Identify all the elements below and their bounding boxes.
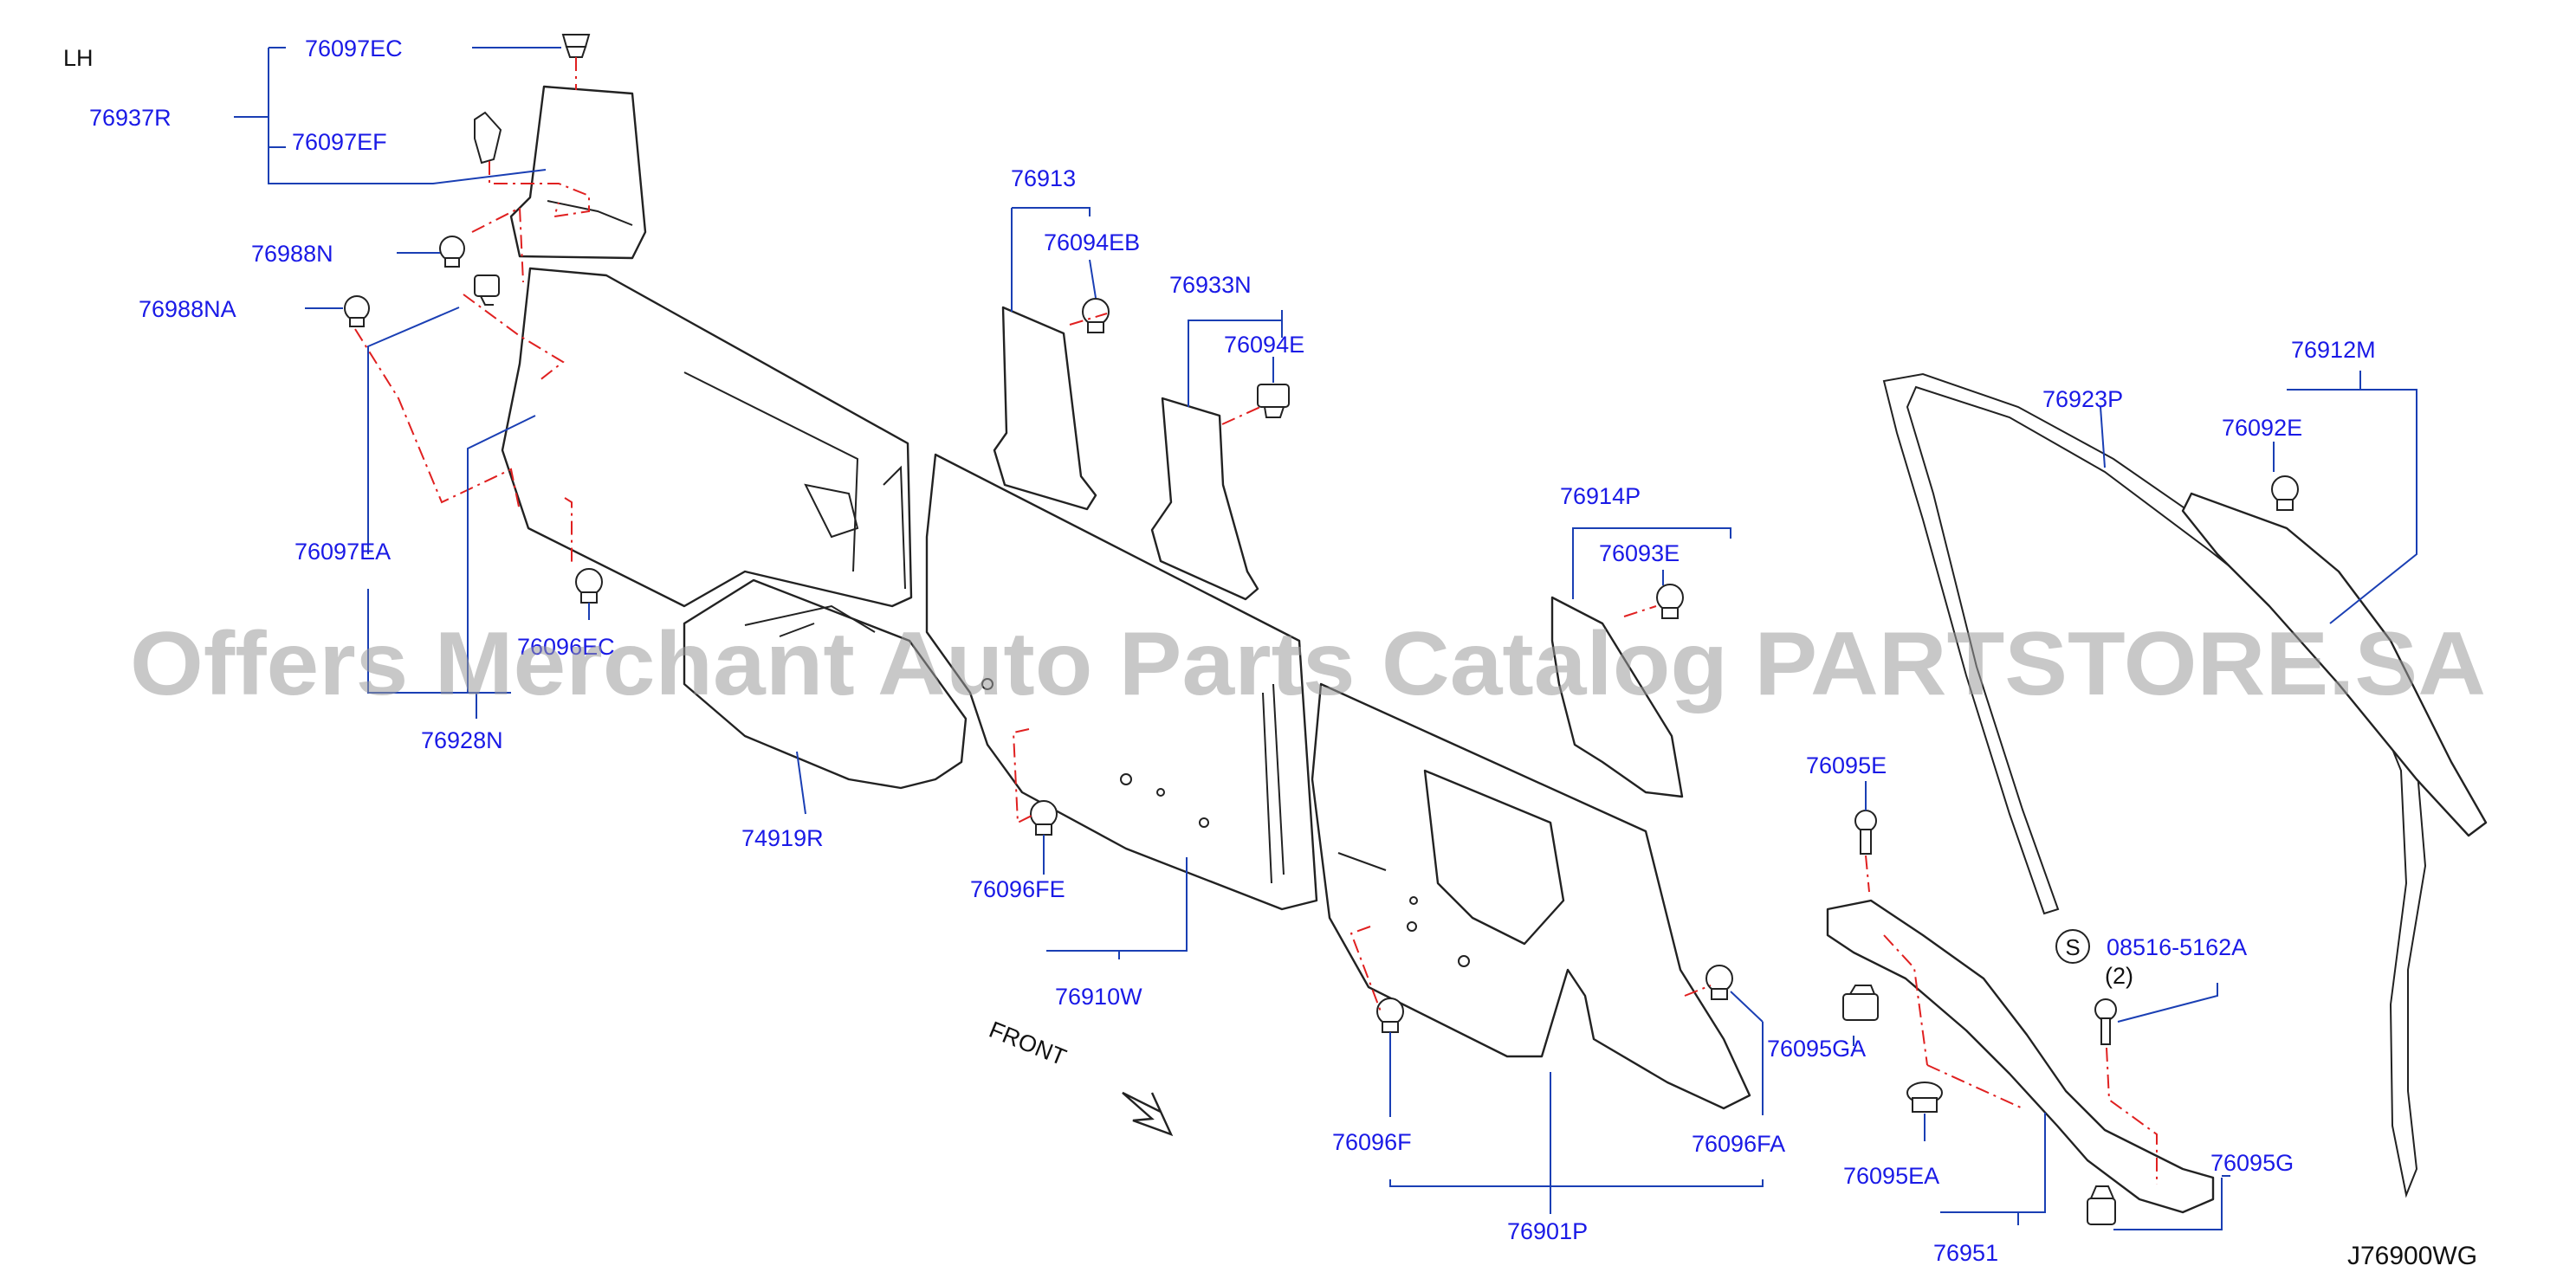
clip-icon-76095G xyxy=(2087,1185,2116,1225)
rear-quarter-panel-76928N xyxy=(501,267,913,608)
part-number-76097EC[interactable]: 76097EC xyxy=(305,36,403,61)
center-pillar-76913 xyxy=(993,306,1097,511)
part-number-76933N[interactable]: 76933N xyxy=(1169,272,1252,298)
screw-icon-08516-5162A xyxy=(2094,998,2117,1045)
part-number-76923P[interactable]: 76923P xyxy=(2042,386,2123,412)
clip-icon-76094E xyxy=(1257,384,1290,418)
kicking-plate-76951 xyxy=(1826,899,2215,1214)
clip-icon-76988NA xyxy=(344,295,370,327)
part-number-76095G[interactable]: 76095G xyxy=(2210,1150,2294,1176)
luggage-floor-trim-74919R xyxy=(683,578,968,790)
screw-quantity: (2) xyxy=(2105,963,2133,989)
watermark: Offers Merchant Auto Parts Catalog PARTS… xyxy=(130,614,2486,714)
part-number-76093E[interactable]: 76093E xyxy=(1599,540,1680,566)
part-number-76912M[interactable]: 76912M xyxy=(2291,337,2376,363)
clip-icon-76092E xyxy=(2271,475,2299,511)
clip-icon-76096F xyxy=(1376,998,1404,1033)
screw-symbol-letter: S xyxy=(2065,934,2080,960)
clip-icon-76093E xyxy=(1656,584,1684,619)
part-number-76988N[interactable]: 76988N xyxy=(251,241,333,267)
part-number-76096F[interactable]: 76096F xyxy=(1332,1129,1412,1155)
part-number-76094EB[interactable]: 76094EB xyxy=(1044,229,1140,255)
clip-icon-76097EF xyxy=(474,111,502,165)
part-number-76095E[interactable]: 76095E xyxy=(1806,752,1887,778)
part-number-76928N[interactable]: 76928N xyxy=(421,727,503,753)
part-number-76914P[interactable]: 76914P xyxy=(1560,483,1641,509)
rear-side-panel-76901P xyxy=(1311,682,1751,1110)
part-number-76937R[interactable]: 76937R xyxy=(89,105,172,131)
part-number-08516-5162A[interactable]: 08516-5162A xyxy=(2107,934,2247,960)
opening-weatherstrip-76923P xyxy=(1882,372,2427,1198)
back-door-trim-76912M xyxy=(2181,492,2488,837)
side-label: LH xyxy=(63,45,94,71)
clip-icon-76094EB xyxy=(1082,298,1110,333)
clip-icon-76095EA xyxy=(1906,1082,1943,1113)
part-number-76901P[interactable]: 76901P xyxy=(1507,1218,1588,1244)
center-pillar-76933N xyxy=(1150,397,1259,601)
leader-lines xyxy=(234,47,2417,1230)
part-number-76913[interactable]: 76913 xyxy=(1011,165,1076,191)
front-label: FRONT xyxy=(986,1017,1070,1071)
rear-pillar-76914P xyxy=(1550,596,1684,798)
clip-icon-76095GA xyxy=(1842,985,1879,1021)
part-number-76988NA[interactable]: 76988NA xyxy=(139,296,236,322)
part-number-76951[interactable]: 76951 xyxy=(1933,1240,1998,1266)
part-number-76097EA[interactable]: 76097EA xyxy=(294,539,391,565)
clip-icon-76096FE xyxy=(1030,800,1058,836)
rear-pillar-upper-76937R xyxy=(509,85,647,260)
part-number-76094E[interactable]: 76094E xyxy=(1224,332,1304,358)
clip-icon-76095E xyxy=(1854,810,1877,855)
hidden-lines xyxy=(354,57,2158,1185)
part-number-74919R[interactable]: 74919R xyxy=(741,825,824,851)
clip-icon-76097EC xyxy=(561,34,591,58)
part-number-76096FE[interactable]: 76096FE xyxy=(970,876,1065,902)
diagram-code: J76900WG xyxy=(2347,1242,2477,1270)
front-arrow-icon xyxy=(1122,1091,1174,1137)
part-number-76910W[interactable]: 76910W xyxy=(1055,984,1142,1010)
clip-icon-76096FA xyxy=(1705,965,1733,1000)
side-panel-76910W xyxy=(925,453,1318,911)
part-number-76096FA[interactable]: 76096FA xyxy=(1692,1131,1785,1157)
clip-icon-76097EA xyxy=(474,274,500,306)
part-number-76096EC[interactable]: 76096EC xyxy=(517,634,615,660)
part-number-76095GA[interactable]: 76095GA xyxy=(1767,1036,1866,1062)
part-number-76095EA[interactable]: 76095EA xyxy=(1843,1163,1939,1189)
clip-icon-76096EC xyxy=(575,568,603,604)
clip-icon-76988N xyxy=(439,236,465,268)
screw-symbol: S xyxy=(2055,929,2090,964)
part-number-76097EF[interactable]: 76097EF xyxy=(292,129,387,155)
part-number-76092E[interactable]: 76092E xyxy=(2222,415,2302,441)
